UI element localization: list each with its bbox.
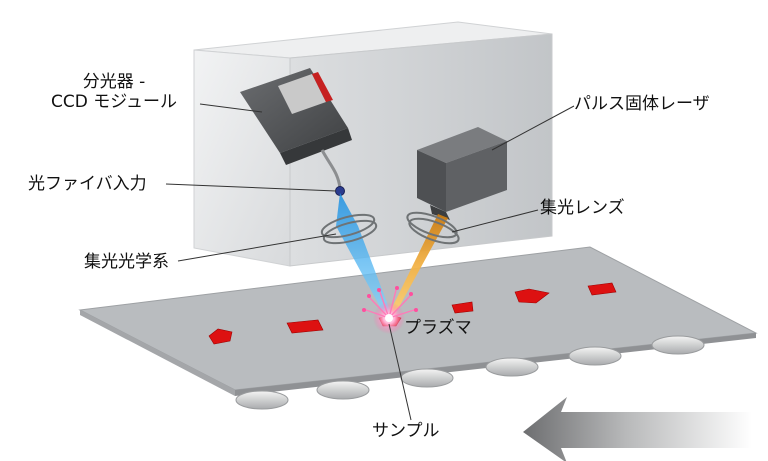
laser-head xyxy=(417,127,507,220)
leader-spectrometer xyxy=(199,103,263,113)
plasma xyxy=(362,286,418,334)
label-fiber-input: 光ファイバ入力 xyxy=(28,174,147,194)
movement-arrow xyxy=(523,397,752,461)
label-sample: サンプル xyxy=(372,421,440,441)
sample-piece xyxy=(208,328,233,345)
leader-sample xyxy=(388,323,412,421)
focusing-lens xyxy=(406,211,460,245)
label-plasma: プラズマ xyxy=(404,318,472,338)
leader-fiber xyxy=(165,183,337,192)
collection-beam xyxy=(336,193,392,318)
label-spectrometer-line1: 分光器 - xyxy=(82,72,146,92)
sample-piece xyxy=(514,288,550,304)
roller xyxy=(400,368,454,388)
optical-fiber xyxy=(320,149,342,189)
roller xyxy=(316,380,370,400)
leader-lines xyxy=(165,103,575,421)
leader-laser xyxy=(491,105,575,151)
roller xyxy=(485,357,539,377)
label-focus-lens: 集光レンズ xyxy=(540,198,625,218)
sample-piece xyxy=(286,319,324,334)
collection-lens xyxy=(320,213,378,245)
leader-lens xyxy=(451,209,539,233)
roller xyxy=(568,346,622,366)
roller xyxy=(651,335,705,355)
label-spectrometer: 分光器 - CCD モジュール xyxy=(30,72,198,112)
conveyor-rollers xyxy=(235,335,705,410)
sample-piece xyxy=(587,282,617,296)
sample-piece xyxy=(451,301,474,314)
label-laser: パルス固体レーザ xyxy=(574,94,710,114)
label-collection-optics: 集光光学系 xyxy=(84,252,169,272)
sample-pieces xyxy=(208,282,617,345)
spectrometer-module xyxy=(240,68,352,165)
label-spectrometer-line2: CCD モジュール xyxy=(50,92,178,112)
roller xyxy=(235,390,289,410)
leader-collection xyxy=(177,233,337,262)
